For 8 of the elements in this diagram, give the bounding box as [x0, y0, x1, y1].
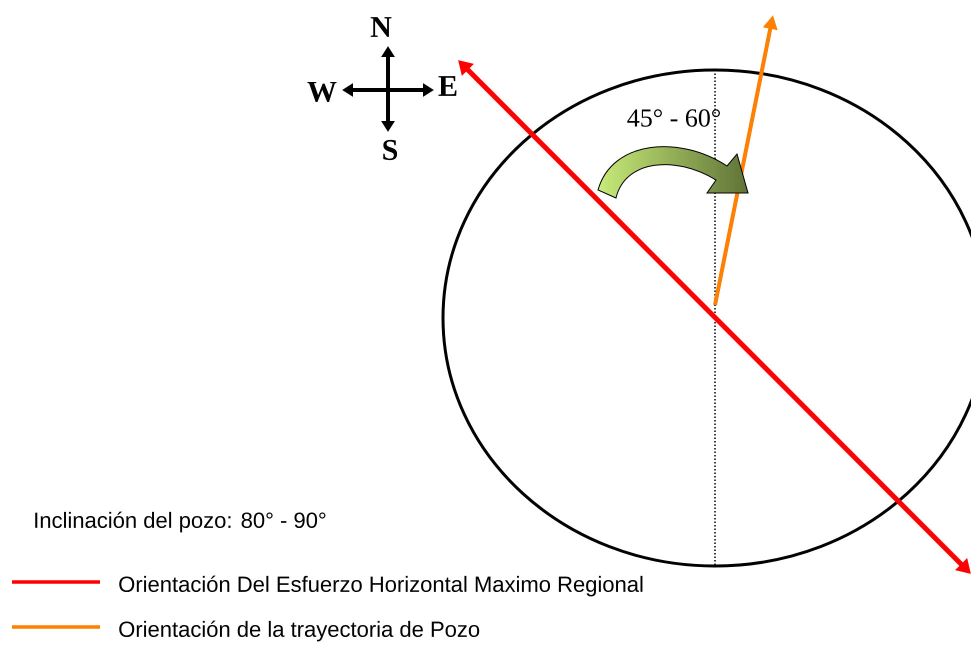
compass-letter: N [370, 17, 392, 37]
legend-text: Orientación de la trayectoria de Pozo [119, 620, 480, 642]
angle-label: 45° - 60° [627, 109, 720, 127]
compass-letter: S [383, 140, 398, 160]
compass-letter: W [307, 82, 337, 102]
compass-letter: E [438, 76, 456, 96]
legend-text: Orientación Del Esfuerzo Horizontal Maximo Regional [119, 576, 642, 596]
inclination-note: Inclinación del pozo: 80° - 90° [35, 512, 326, 532]
